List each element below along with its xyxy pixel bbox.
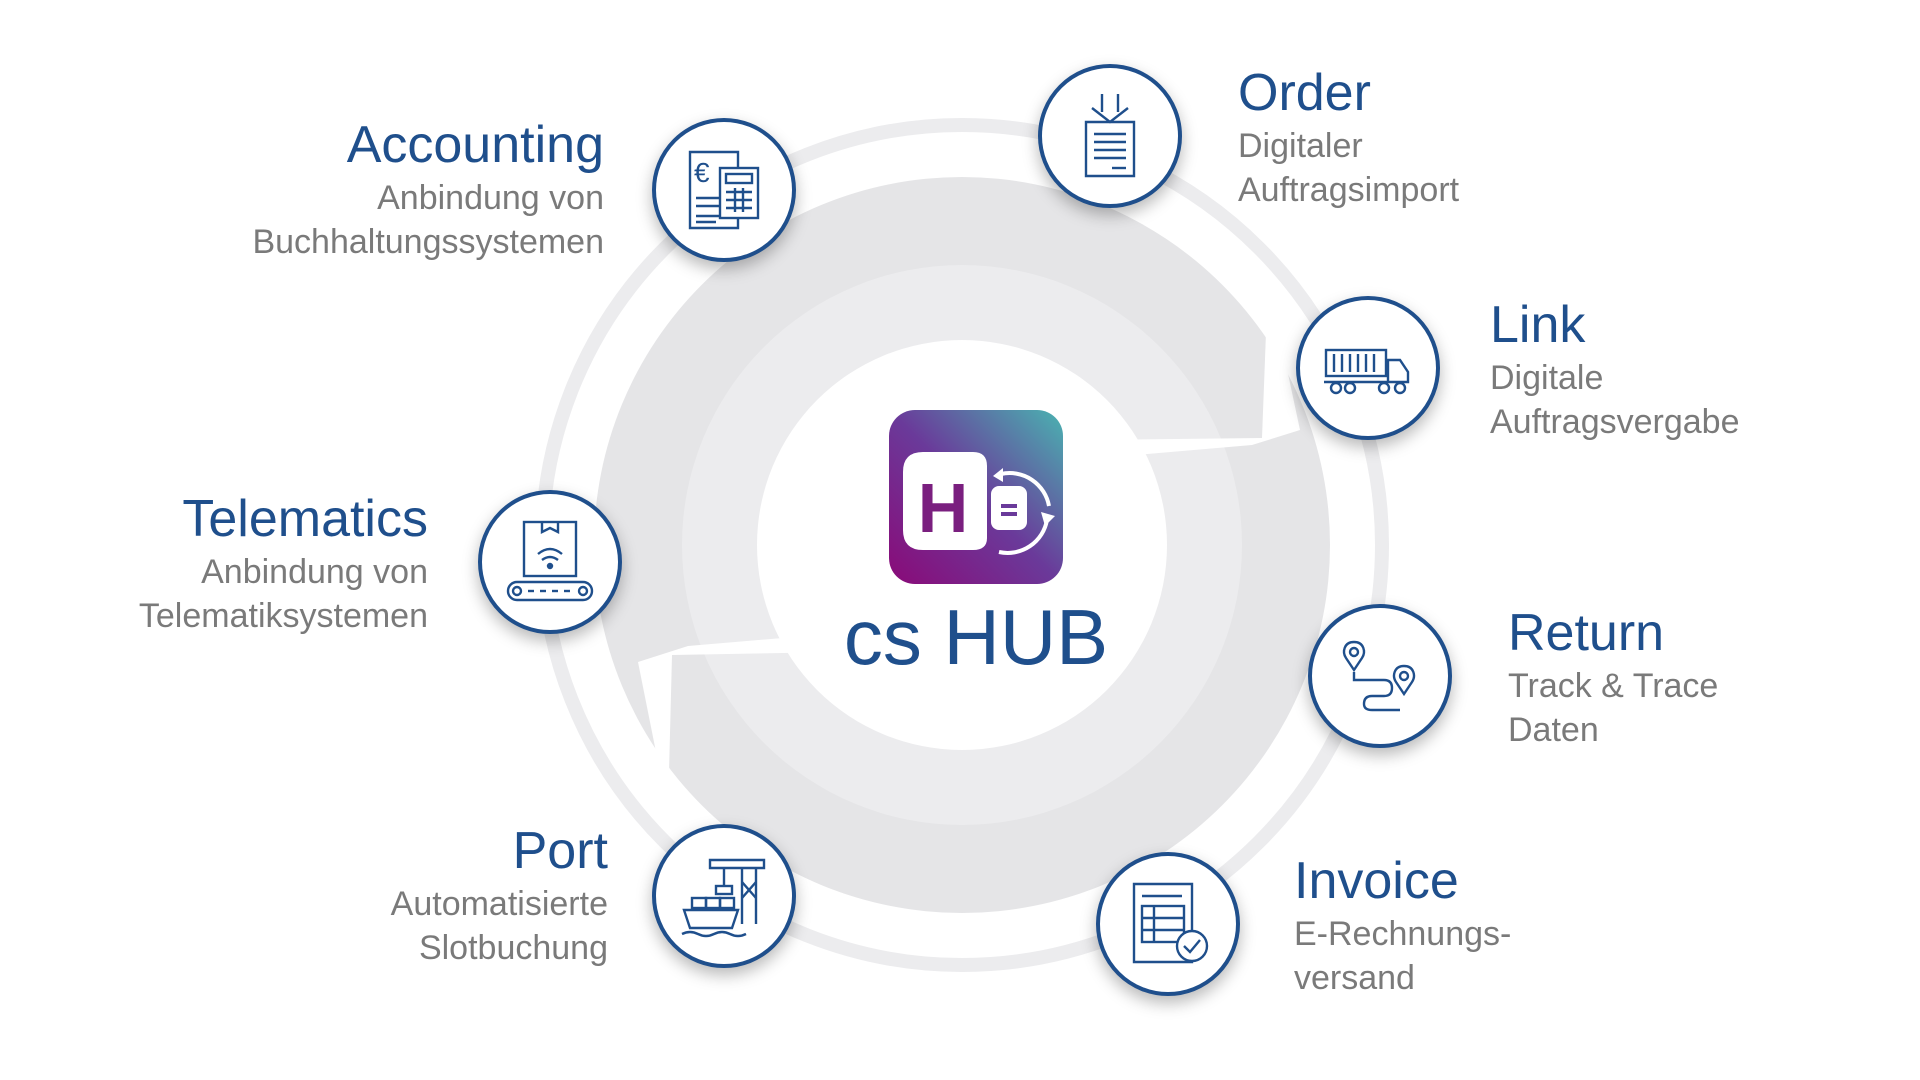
return-title: Return bbox=[1508, 604, 1665, 662]
telematics-label: Telematics Anbindung von Telematiksystem… bbox=[0, 490, 428, 638]
accounting-node[interactable]: € bbox=[652, 118, 796, 262]
order-label: Order Digitaler Auftragsimport bbox=[1238, 64, 1758, 212]
accounting-desc: Anbindung von Buchhaltungssystemen bbox=[84, 176, 604, 264]
invoice-desc-line1: E-Rechnungs- bbox=[1294, 915, 1512, 953]
port-node[interactable] bbox=[652, 824, 796, 968]
port-title: Port bbox=[512, 822, 608, 880]
hub-name: cs HUB bbox=[843, 593, 1109, 681]
return-label: Return Track & Trace Daten bbox=[1508, 604, 1920, 752]
return-desc: Track & Trace Daten bbox=[1508, 664, 1920, 752]
port-desc: Automatisierte Slotbuchung bbox=[88, 882, 608, 970]
container-truck-icon bbox=[1324, 348, 1410, 395]
telematics-desc: Anbindung von Telematiksystemen bbox=[0, 550, 428, 638]
link-label: Link Digitale Auftragsvergabe bbox=[1490, 296, 1920, 444]
invoice-label: Invoice E-Rechnungs- versand bbox=[1294, 852, 1814, 1000]
cycle-arrow-gap-right bbox=[1090, 280, 1300, 458]
link-node[interactable] bbox=[1296, 296, 1440, 440]
accounting-title: Accounting bbox=[346, 116, 604, 174]
invoice-euro-calculator-icon: € bbox=[688, 150, 760, 230]
conveyor-wifi-package-icon bbox=[506, 520, 594, 602]
invoice-node[interactable] bbox=[1096, 852, 1240, 996]
document-check-icon bbox=[1132, 882, 1209, 964]
accounting-desc-line2: Buchhaltungssystemen bbox=[252, 223, 604, 261]
link-desc-line1: Digitale bbox=[1490, 359, 1604, 397]
port-desc-line1: Automatisierte bbox=[390, 885, 608, 923]
invoice-desc-line2: versand bbox=[1294, 959, 1415, 997]
cycle-arrow-gap-left bbox=[638, 634, 840, 812]
telematics-desc-line1: Anbindung von bbox=[201, 553, 428, 591]
hub-logo-letter: H bbox=[918, 469, 969, 547]
telematics-desc-line2: Telematiksystemen bbox=[138, 597, 428, 635]
document-download-icon bbox=[1084, 94, 1136, 178]
hub-logo-icon: H bbox=[889, 410, 1063, 584]
link-desc: Digitale Auftragsvergabe bbox=[1490, 356, 1920, 444]
svg-text:€: € bbox=[694, 157, 710, 188]
invoice-title: Invoice bbox=[1294, 852, 1459, 910]
port-desc-line2: Slotbuchung bbox=[418, 929, 608, 967]
telematics-node[interactable] bbox=[478, 490, 622, 634]
order-title: Order bbox=[1238, 64, 1371, 122]
hub-logo: H bbox=[889, 410, 1063, 584]
order-node[interactable] bbox=[1038, 64, 1182, 208]
return-node[interactable] bbox=[1308, 604, 1452, 748]
link-desc-line2: Auftragsvergabe bbox=[1490, 403, 1740, 441]
route-pins-icon bbox=[1342, 640, 1416, 712]
port-crane-ship-icon bbox=[681, 858, 766, 938]
order-desc-line2: Auftragsimport bbox=[1238, 171, 1460, 209]
link-title: Link bbox=[1490, 296, 1586, 354]
return-desc-line2: Daten bbox=[1508, 711, 1599, 749]
port-label: Port Automatisierte Slotbuchung bbox=[88, 822, 608, 970]
order-desc-line1: Digitaler bbox=[1238, 127, 1363, 165]
telematics-title: Telematics bbox=[182, 490, 428, 548]
order-desc: Digitaler Auftragsimport bbox=[1238, 124, 1758, 212]
return-desc-line1: Track & Trace bbox=[1508, 667, 1719, 705]
accounting-desc-line1: Anbindung von bbox=[377, 179, 604, 217]
invoice-desc: E-Rechnungs- versand bbox=[1294, 912, 1814, 1000]
accounting-label: Accounting Anbindung von Buchhaltungssys… bbox=[84, 116, 604, 264]
